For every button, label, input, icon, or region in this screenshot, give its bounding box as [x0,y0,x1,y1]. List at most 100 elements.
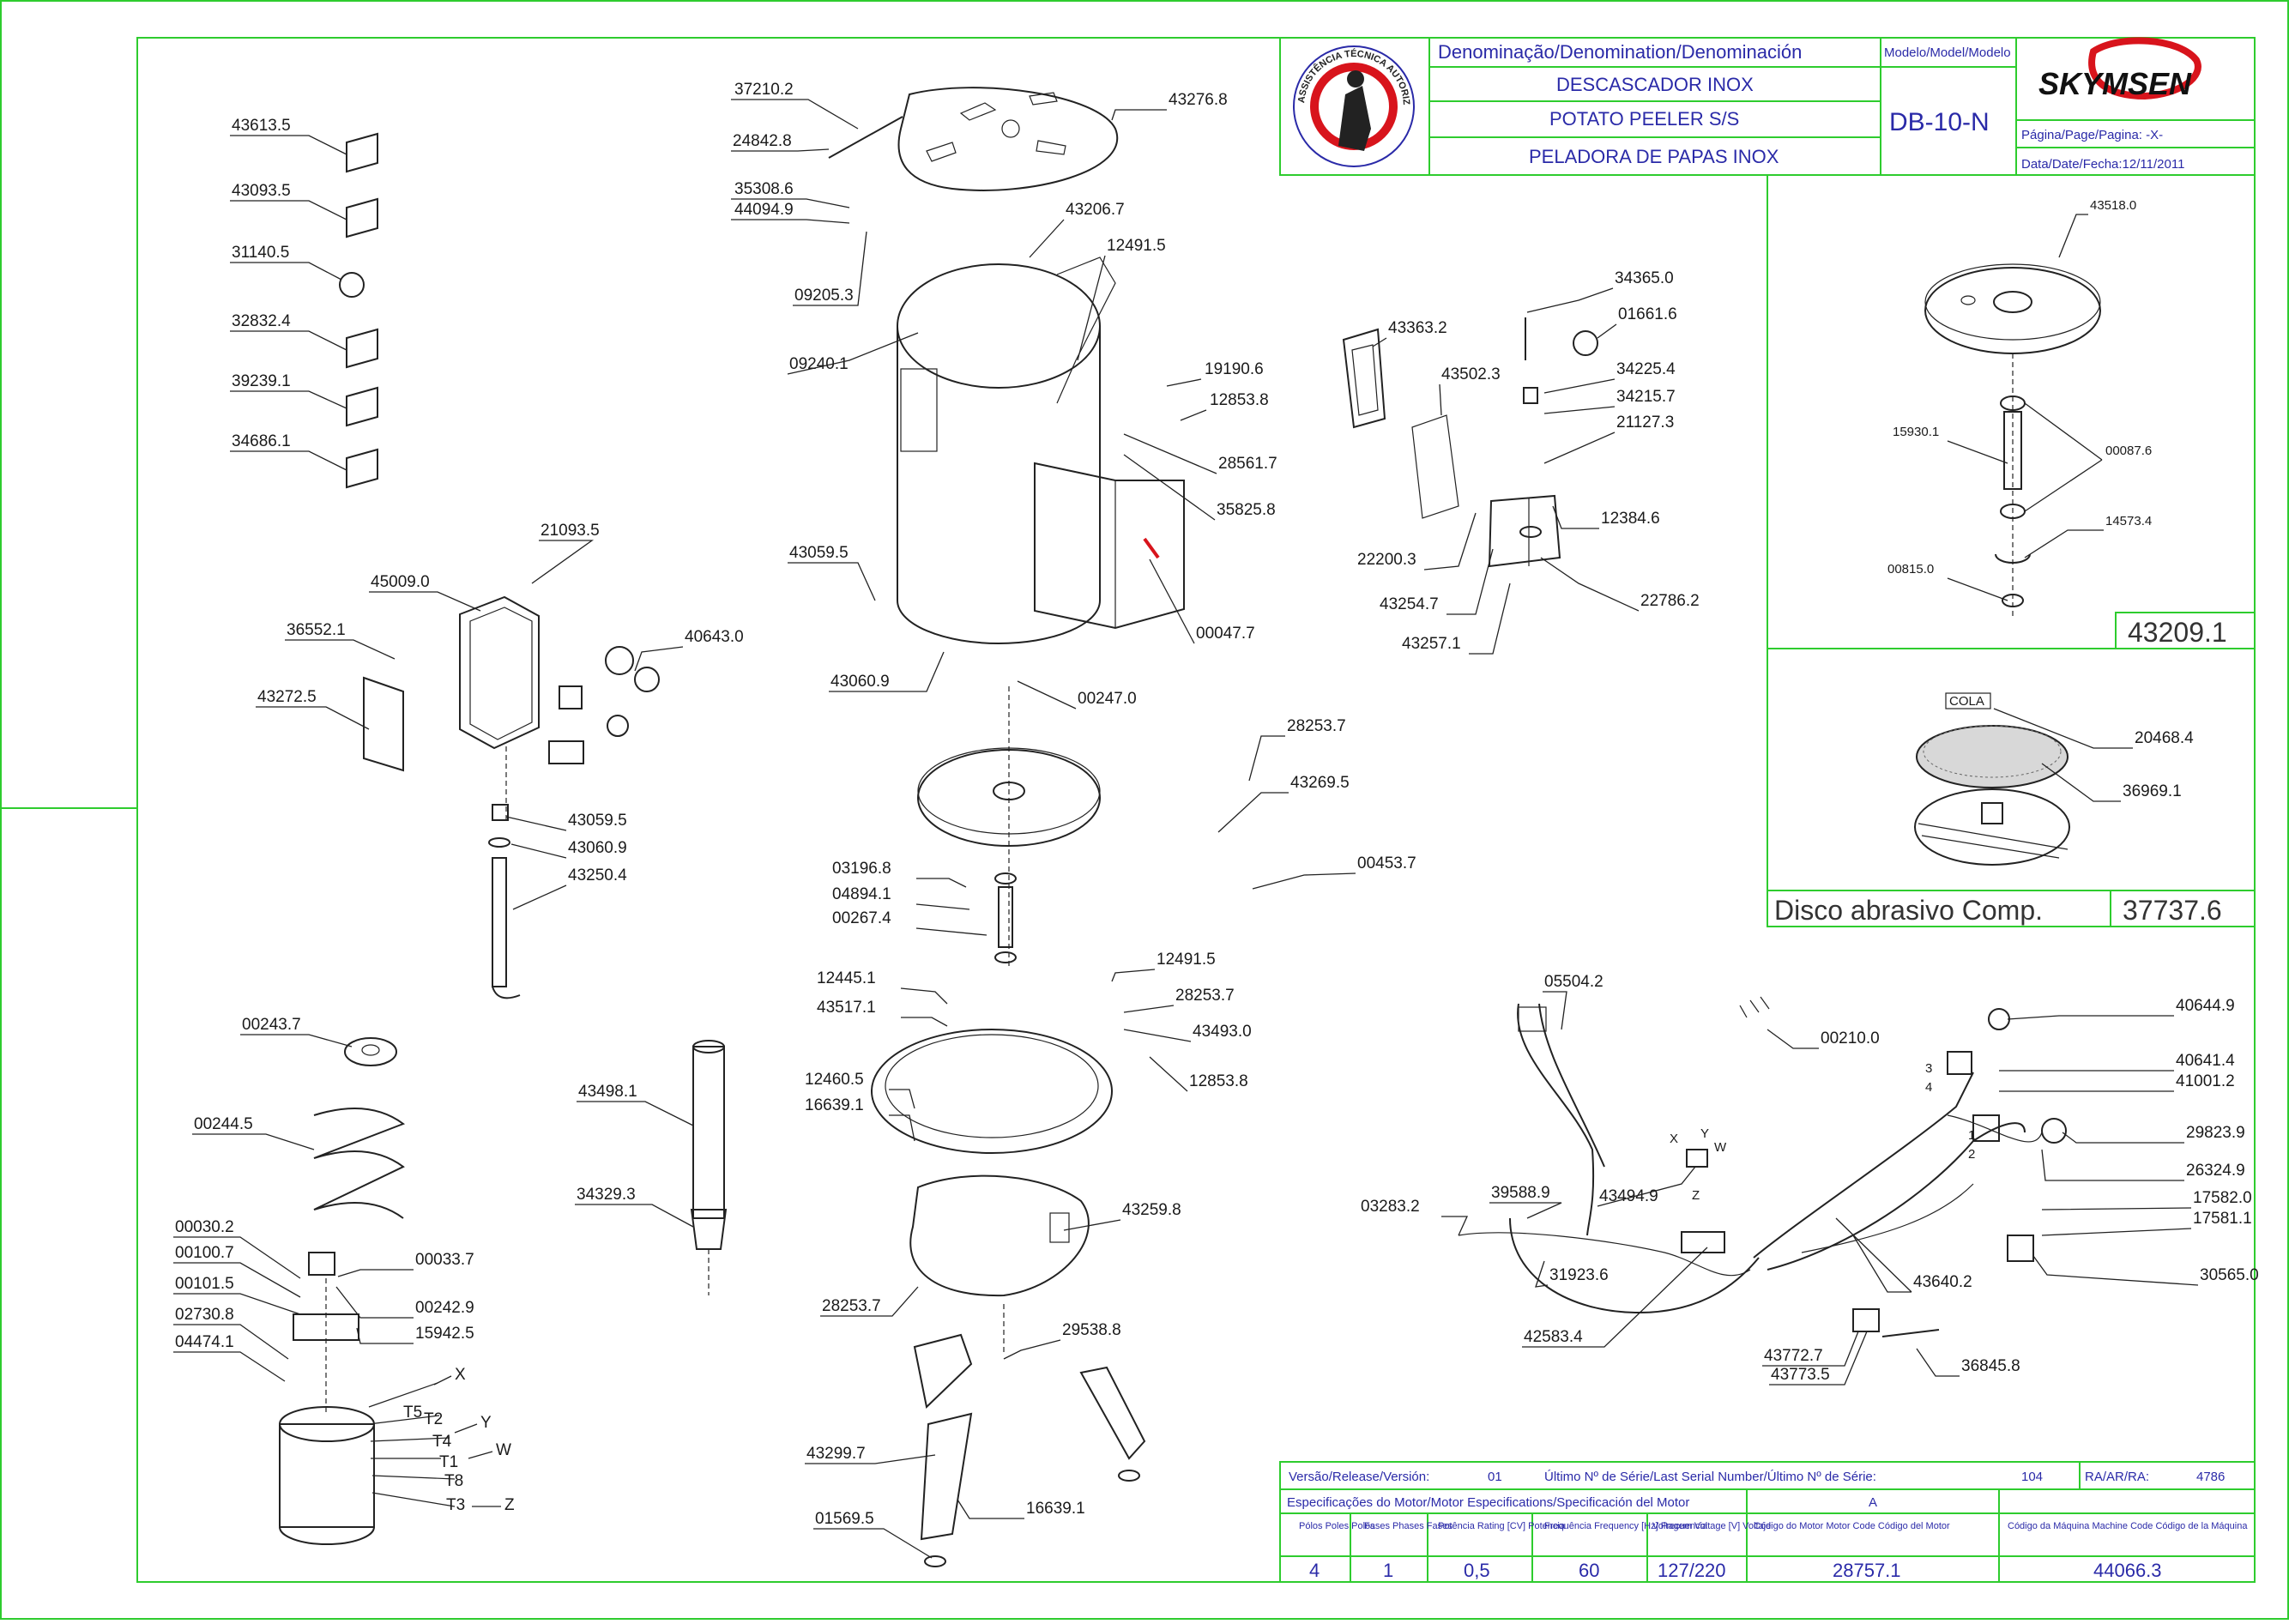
part-label: 19190.6 [1205,360,1264,378]
part-label: 30565.0 [2200,1266,2259,1284]
part-label: 00030.2 [175,1218,234,1236]
part-label: 34329.3 [577,1186,636,1204]
brand-logo: SKYMSEN [2038,37,2201,101]
part-label: 43060.9 [568,839,627,857]
part-label: 28253.7 [1175,987,1235,1005]
part-label: 31140.5 [232,244,289,262]
part-label: 09205.3 [794,287,854,305]
seal-text: ASSISTÊNCIA TÉCNICA AUTORIZADA [0,0,1411,106]
abrasive-disc-label: Disco abrasivo Comp. [1774,895,2043,926]
part-label: 36552.1 [287,621,346,639]
part-label: 00087.6 [2105,444,2152,458]
part-label: 22200.3 [1357,551,1416,569]
title-block: ASSISTÊNCIA TÉCNICA AUTORIZADA Denominaç… [0,0,2256,176]
lever-assembly [1342,317,1598,568]
name-es: PELADORA DE PAPAS INOX [1529,146,1779,167]
connector-pin: 4 [1925,1080,1932,1095]
part-label: 43254.7 [1380,595,1439,613]
terminal-label: Z [504,1496,515,1514]
part-label: 17581.1 [2193,1210,2252,1228]
date-indicator: Data/Date/Fecha:12/11/2011 [2021,157,2184,172]
wire-label: T4 [432,1433,452,1451]
terminal-label: W [496,1441,511,1459]
part-label: 43059.5 [789,544,849,562]
part-label: 01661.6 [1618,305,1677,323]
serial-label: Último Nº de Série/Last Serial Number/Úl… [1544,1470,1876,1484]
serial-value: 104 [2021,1470,2043,1484]
part-label: 39588.9 [1491,1184,1550,1202]
motor-code-value: 28757.1 [1833,1560,1901,1581]
part-label: 29823.9 [2186,1124,2245,1142]
part-label: 37210.2 [734,81,794,99]
motor-assembly [279,1037,456,1545]
frequency-value: 60 [1579,1560,1599,1581]
part-label: 40641.4 [2176,1052,2235,1070]
part-label: 09240.1 [789,355,849,373]
authorized-service-seal: ASSISTÊNCIA TÉCNICA AUTORIZADA [0,0,1415,167]
part-label: 40644.9 [2176,997,2235,1015]
part-label: 43206.7 [1066,201,1125,219]
poles-value: 4 [1309,1560,1320,1581]
part-label: 00267.4 [832,909,891,927]
part-label: 36845.8 [1961,1357,2020,1375]
part-label: 00453.7 [1357,854,1416,872]
svg-text:SKYMSEN: SKYMSEN [2038,66,2192,101]
part-label: 42583.4 [1524,1328,1583,1346]
part-label: 02730.8 [175,1306,234,1324]
motor-variant: A [1869,1495,1877,1510]
part-label: 43276.8 [1169,91,1228,109]
part-label: 12460.5 [805,1071,864,1089]
part-label: 43518.0 [2090,198,2136,213]
wire-label: T3 [446,1496,465,1514]
part-label: 43257.1 [1402,635,1461,653]
switch-box [363,595,660,999]
part-label: 00100.7 [175,1244,234,1262]
part-label: 34686.1 [232,432,291,450]
connector-pin: 3 [1925,1061,1932,1076]
part-label: 34225.4 [1616,360,1676,378]
part-label: 21093.5 [541,522,600,540]
part-label: 31923.6 [1549,1266,1609,1284]
col-power: Potência Rating [CV] Potencia [1438,1521,1566,1531]
connector-pin: 2 [1968,1147,1975,1162]
wire-label: T8 [444,1472,463,1490]
part-label: 16639.1 [805,1096,864,1114]
sticker-parts [339,132,378,489]
part-label: 43250.4 [568,866,627,884]
switch-terminal: W [1714,1140,1727,1155]
part-label: 43269.5 [1290,774,1350,792]
part-label: 03196.8 [832,860,891,878]
name-pt: DESCASCADOR INOX [1556,74,1754,95]
part-label: 24842.8 [733,132,792,150]
part-label: 17582.0 [2193,1189,2252,1207]
machine-body [690,87,1185,1567]
col-voltage: Voltagem Voltage [V] Voltaje [1652,1521,1771,1531]
part-label: 04474.1 [175,1333,234,1351]
part-label: 40643.0 [685,628,744,646]
abrasive-disc-code: 37737.6 [2123,895,2222,926]
part-label: 00033.7 [415,1251,474,1269]
part-label: 04894.1 [832,885,891,903]
part-label: 39239.1 [232,372,291,390]
part-label: 34215.7 [1616,388,1676,406]
motor-wire-labels: T5 T2 T4 T1 T8 T3 X Y W Z [403,1366,515,1514]
col-poles: Pólos Poles Polos [1299,1521,1375,1531]
part-label: 00047.7 [1196,625,1255,643]
version-label: Versão/Release/Versión: [1289,1470,1429,1484]
part-label: 28253.7 [822,1297,881,1315]
part-label: 00210.0 [1821,1029,1880,1047]
wiring-harness [1458,996,2067,1337]
switch-terminal: X [1670,1132,1678,1146]
part-label: 01569.5 [815,1510,874,1528]
part-label: 35308.6 [734,180,794,198]
part-label: 03283.2 [1361,1198,1420,1216]
part-label: 35825.8 [1217,501,1276,519]
part-label: 43093.5 [232,182,291,200]
part-label: 12491.5 [1157,951,1216,969]
terminal-label: X [455,1366,466,1384]
part-label: 05504.2 [1544,973,1604,991]
ra-value: 4786 [2196,1470,2225,1484]
part-label: 28561.7 [1218,455,1277,473]
